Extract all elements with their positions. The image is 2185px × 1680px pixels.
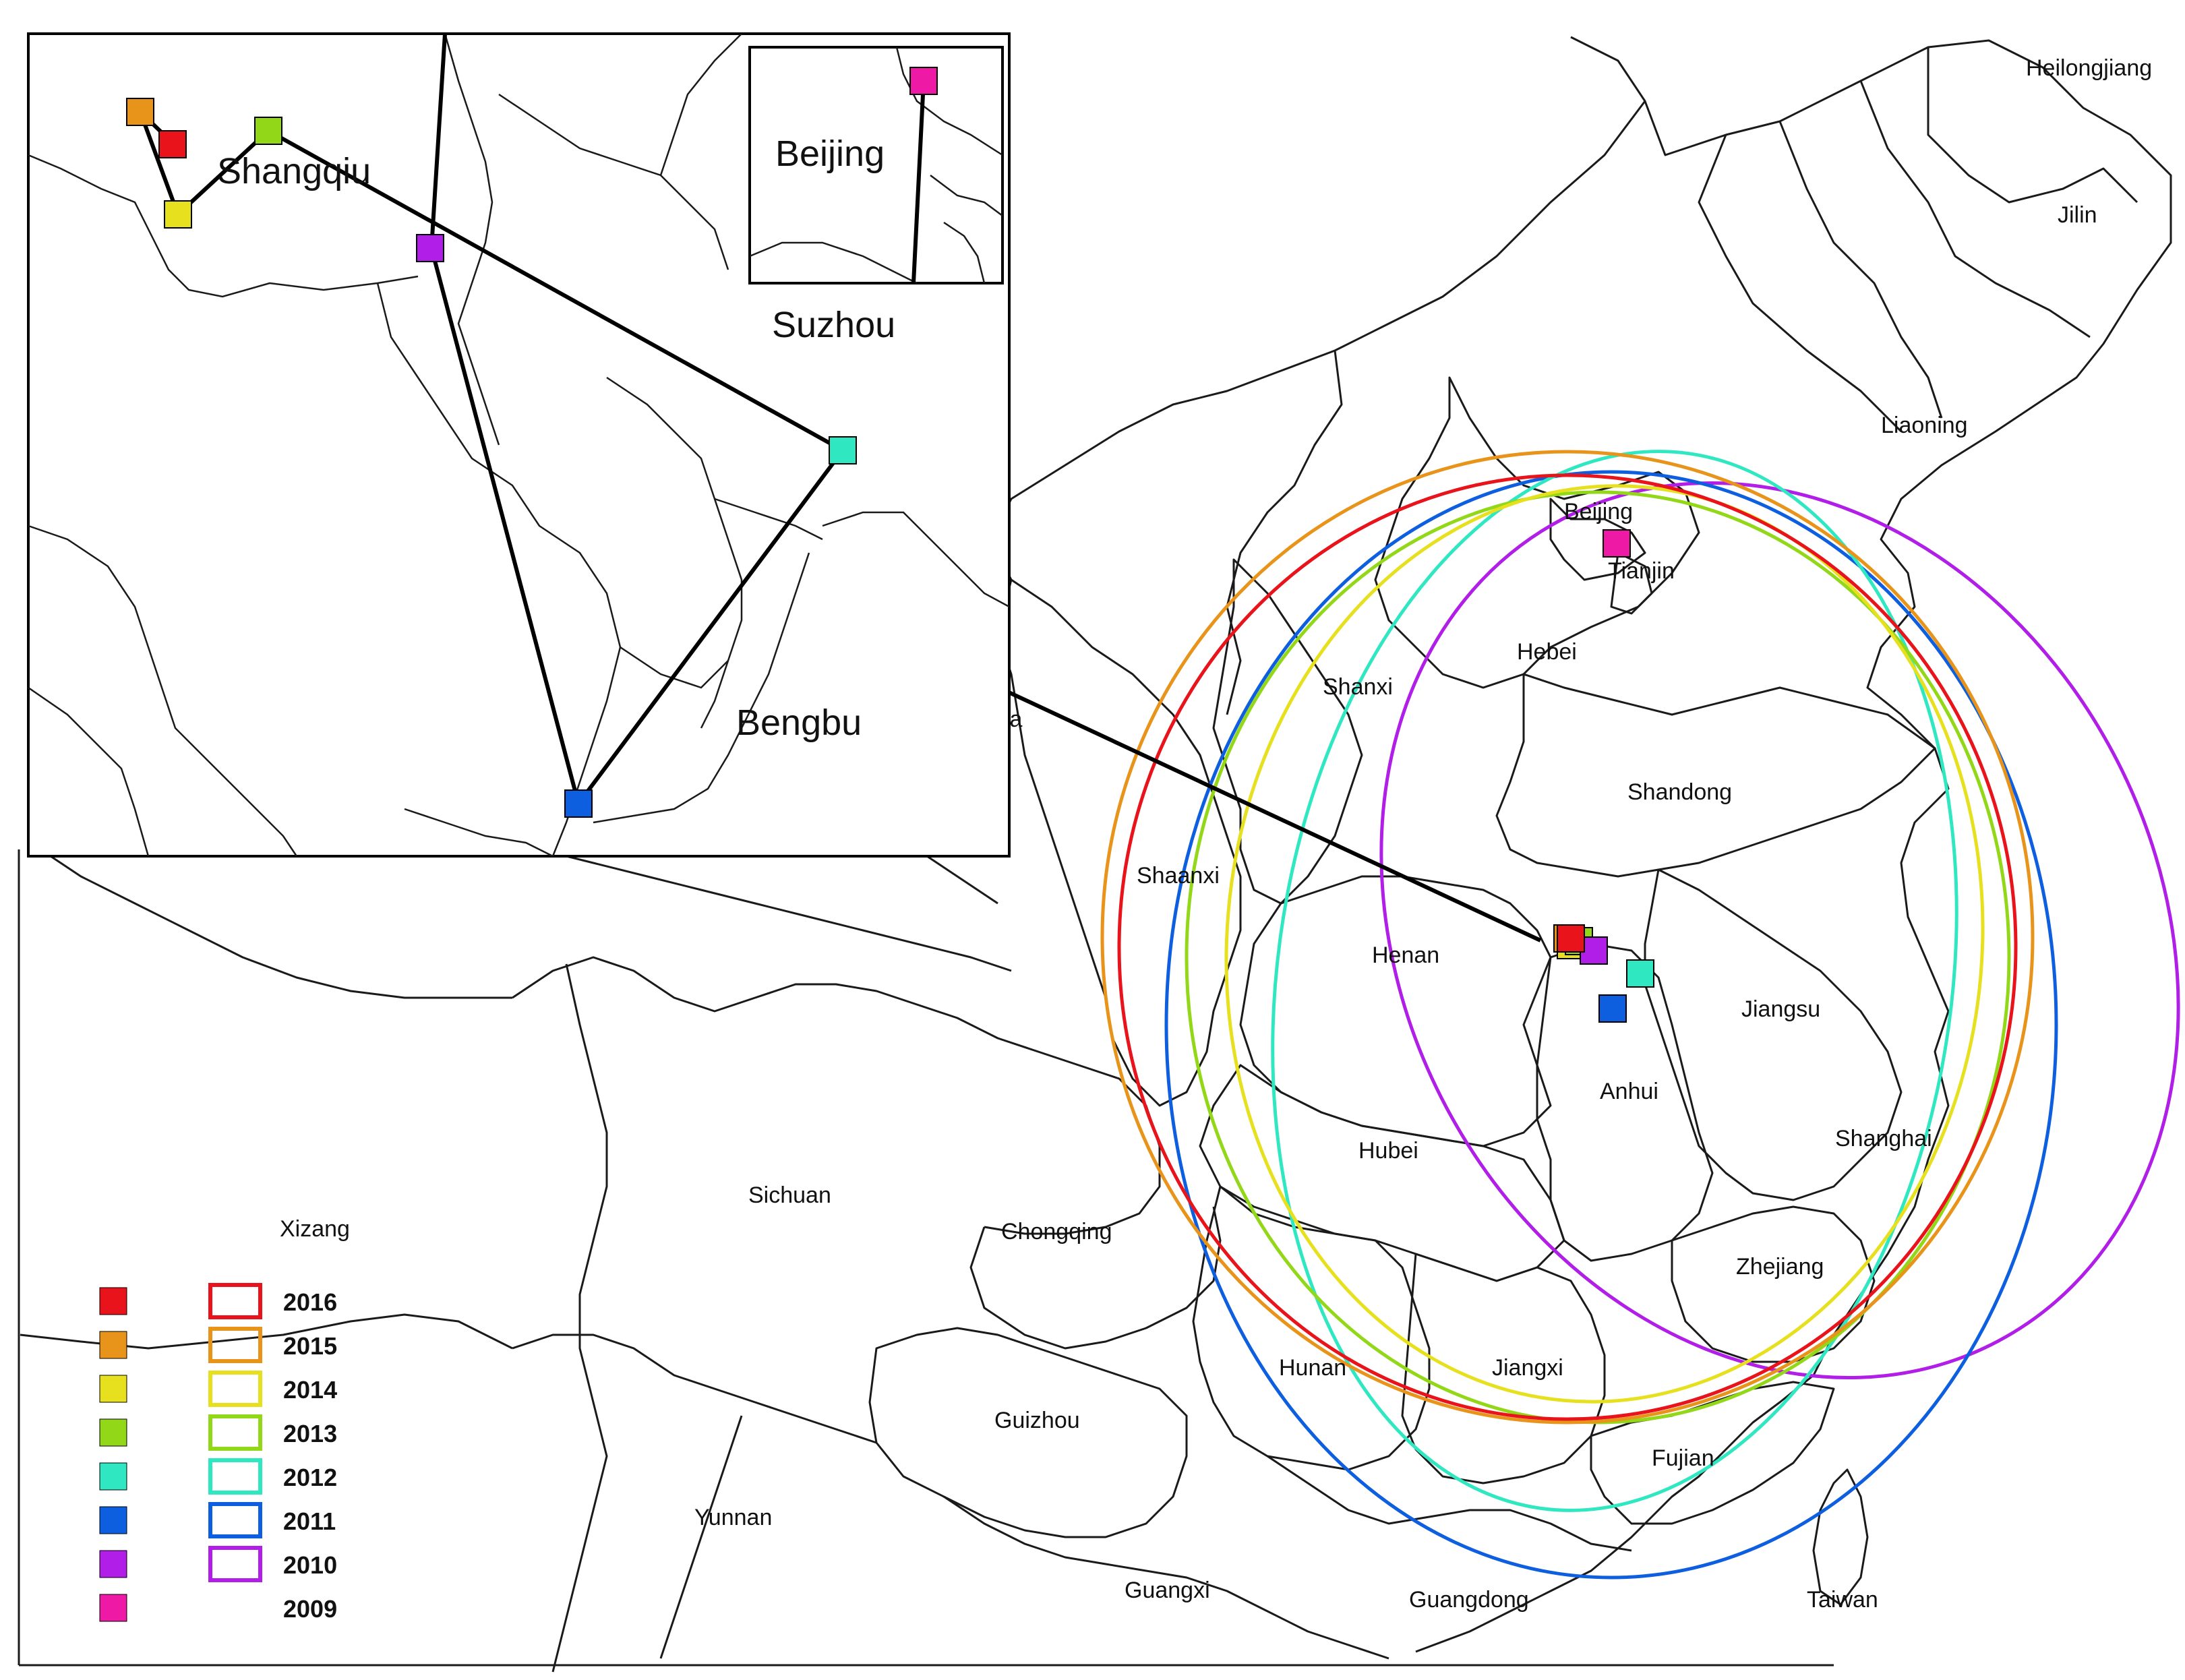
label-heilongjiang: Heilongjiang: [2026, 55, 2152, 81]
label-henan: Henan: [1372, 942, 1439, 968]
label-taiwan: Taiwan: [1807, 1587, 1878, 1613]
label-jilin: Jilin: [2058, 202, 2097, 228]
label-hunan: Hunan: [1279, 1355, 1346, 1381]
label-jiangxi: Jiangxi: [1492, 1355, 1563, 1381]
legend-year-2010: 2010: [283, 1551, 337, 1579]
inset-boundaries: [28, 33, 1010, 858]
legend-year-2012: 2012: [283, 1464, 337, 1491]
legend-swatch-2010: [99, 1550, 127, 1578]
ellipse-2014: [1224, 484, 1985, 1404]
legend-swatch-2016: [99, 1287, 127, 1315]
deviational-ellipses: [1100, 450, 2180, 1580]
legend-swatch-2009: [99, 1594, 127, 1622]
legend-swatch-2015: [99, 1331, 127, 1359]
legend-year-2015: 2015: [283, 1332, 337, 1360]
label-hubei: Hubei: [1358, 1138, 1418, 1164]
label-tianjin: Tianjin: [1608, 558, 1675, 584]
beijing-subinset-boundaries: [749, 47, 1003, 284]
legend: 2016 2015 2014 2013 2012 2011 2010 2009: [99, 1283, 337, 1623]
ellipse-2011: [1164, 470, 2058, 1580]
legend-ellipse-2014: [208, 1371, 262, 1407]
label-shandong: Shandong: [1627, 779, 1732, 805]
inset-centre-markers: [126, 67, 938, 818]
inset-centre-2012: [829, 436, 857, 464]
label-guangdong: Guangdong: [1409, 1587, 1529, 1613]
inset-centre-2015: [126, 98, 154, 126]
label-guizhou: Guizhou: [994, 1408, 1080, 1433]
label-fujian: Fujian: [1652, 1445, 1714, 1471]
inset-centre-2010: [416, 234, 444, 262]
inset-centre-2016: [158, 130, 187, 158]
ellipse-2015: [1100, 450, 2035, 1424]
legend-swatch-2014: [99, 1375, 127, 1403]
label-beijing: Beijing: [1564, 499, 1633, 524]
legend-ellipse-2016: [208, 1283, 262, 1319]
label-sichuan: Sichuan: [748, 1182, 831, 1208]
province-boundaries: [18, 36, 2172, 1673]
label-shaanxi: Shaanxi: [1137, 863, 1220, 889]
legend-ellipse-2013: [208, 1414, 262, 1451]
label-jiangsu: Jiangsu: [1741, 996, 1820, 1022]
inset-label-suzhou: Suzhou: [772, 305, 895, 345]
label-anhui: Anhui: [1600, 1079, 1658, 1104]
inset-centre-2009: [909, 67, 938, 95]
centre-2009: [1603, 529, 1631, 558]
centre-2011: [1598, 994, 1627, 1023]
label-shanghai: Shanghai: [1835, 1126, 1932, 1151]
legend-swatch-2013: [99, 1418, 127, 1447]
ellipse-2010: [1379, 481, 2180, 1380]
inset-map: Shangqiu Suzhou Bengbu Beijing: [27, 32, 1011, 858]
legend-swatch-2012: [99, 1462, 127, 1491]
centre-2012: [1626, 959, 1654, 988]
inset-label-bengbu: Bengbu: [736, 702, 862, 743]
label-zhejiang: Zhejiang: [1736, 1254, 1824, 1280]
centre-markers: [1553, 529, 1654, 1023]
inset-centre-2013: [254, 117, 282, 145]
legend-ellipse-2010: [208, 1546, 262, 1582]
label-yunnan: Yunnan: [694, 1505, 772, 1530]
label-chongqing: Chongqing: [1001, 1219, 1112, 1244]
label-shanxi: Shanxi: [1323, 674, 1393, 700]
legend-year-2014: 2014: [283, 1376, 337, 1404]
inset-label-shangqiu: Shangqiu: [217, 151, 371, 191]
ellipse-2012: [1271, 450, 1958, 1512]
legend-ellipse-2012: [208, 1458, 262, 1495]
centre-2016: [1557, 924, 1585, 953]
inset-centre-2011: [564, 789, 593, 818]
legend-year-2013: 2013: [283, 1420, 337, 1447]
inset-centre-2014: [164, 200, 192, 229]
legend-ellipse-2011: [208, 1502, 262, 1538]
legend-year-2016: 2016: [283, 1288, 337, 1316]
legend-year-2009: 2009: [283, 1595, 337, 1623]
legend-ellipse-2015: [208, 1327, 262, 1363]
province-labels: Heilongjiang Jilin Liaoning Beijing Tian…: [280, 55, 2152, 1613]
inset-label-beijing: Beijing: [775, 133, 885, 174]
label-hebei: Hebei: [1517, 639, 1577, 665]
ellipse-2016: [1117, 473, 2018, 1421]
label-guangxi: Guangxi: [1125, 1578, 1210, 1603]
label-xizang: Xizang: [280, 1216, 350, 1242]
label-liaoning: Liaoning: [1881, 413, 1968, 438]
legend-year-2011: 2011: [283, 1507, 336, 1535]
legend-swatch-2011: [99, 1506, 127, 1534]
